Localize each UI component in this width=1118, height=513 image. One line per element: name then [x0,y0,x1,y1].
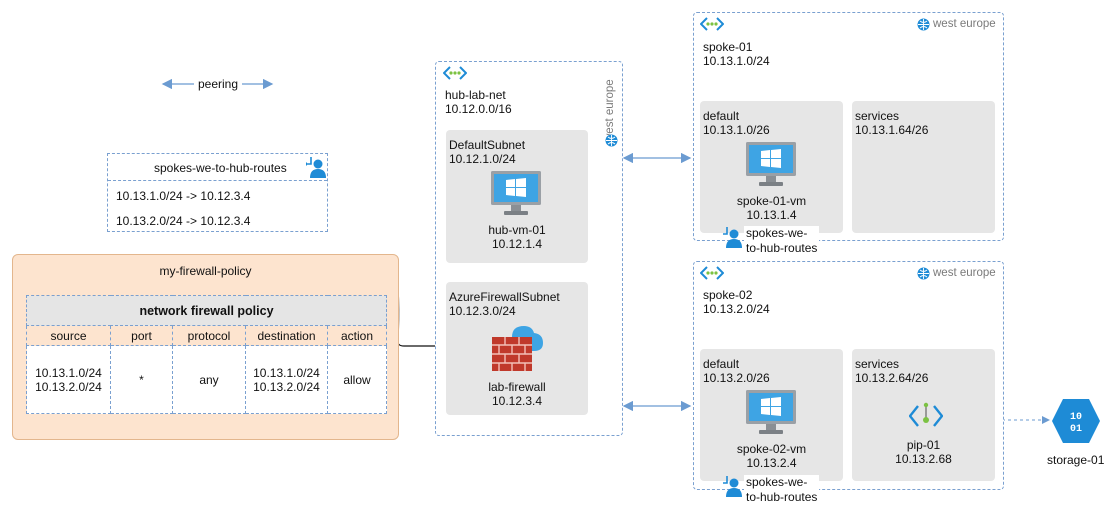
route-table-icon [723,476,742,497]
firewall-icon [492,326,543,371]
pip-name: pip-01 [906,438,941,452]
header-port: port [110,325,173,346]
globe-icon [917,18,930,31]
vm-monitor-icon [491,171,541,215]
route-table-card[interactable]: spokes-we-to-hub-routes 10.13.1.0/24 -> … [107,153,328,232]
rule-action: allow [327,345,387,414]
hub-default-subnet[interactable]: DefaultSubnet 10.12.1.0/24 hub-vm-01 10.… [446,130,588,263]
firewall-policy-panel[interactable]: my-firewall-policy network firewall poli… [12,254,399,440]
vnet-icon [443,66,467,80]
subnet-cidr: 10.13.1.0/26 [703,123,770,137]
rule-port: * [110,345,173,414]
vm-ip: 10.12.1.4 [491,237,543,251]
spoke-01-services-subnet[interactable]: services 10.13.1.64/26 [852,101,995,233]
subnet-cidr: 10.13.1.64/26 [855,123,929,137]
vm-name: spoke-02-vm [736,442,807,456]
vm-name: spoke-01-vm [736,194,807,208]
svg-text:10: 10 [1070,412,1082,423]
pip-ip: 10.13.2.68 [895,452,952,466]
subnet-name: AzureFirewallSubnet [449,290,560,304]
vm-monitor-icon [746,142,796,186]
header-action: action [327,325,387,346]
firewall-policy-title: my-firewall-policy [159,264,252,278]
vnet-name: spoke-02 [703,288,753,302]
vnet-icon [700,17,724,31]
storage-name: storage-01 [1047,453,1105,467]
spoke-02-vnet[interactable]: west europe spoke-02 10.13.2.0/24 defaul… [693,261,1004,490]
hub-firewall-subnet[interactable]: AzureFirewallSubnet 10.12.3.0/24 lab-fir… [446,282,588,415]
vm-monitor-icon [746,390,796,434]
subnet-cidr: 10.12.1.0/24 [449,152,516,166]
header-protocol: protocol [172,325,246,346]
peering-legend-label: peering [198,77,239,91]
route-table-title: spokes-we-to-hub-routes [154,161,287,175]
subnet-name: DefaultSubnet [449,138,526,152]
globe-icon [917,267,930,280]
subnet-cidr: 10.13.2.64/26 [855,371,929,385]
region-label: west europe [933,18,996,30]
hub-vnet-name: hub-lab-net [445,88,506,102]
subnet-name: default [703,357,740,371]
route-table-icon [723,227,742,248]
firewall-ip: 10.12.3.4 [491,394,543,408]
header-destination: destination [245,325,328,346]
route-entry: 10.13.2.0/24 -> 10.12.3.4 [116,214,251,228]
public-ip-icon [909,402,943,427]
subnet-cidr: 10.12.3.0/24 [449,304,516,318]
policy-table-title: network firewall policy [26,295,387,326]
rule-protocol: any [172,345,246,414]
firewall-policy-table: network firewall policy source port prot… [26,295,387,414]
route-entry: 10.13.1.0/24 -> 10.12.3.4 [116,189,251,203]
header-source: source [26,325,111,346]
subnet-cidr: 10.13.2.0/26 [703,371,770,385]
vnet-cidr: 10.13.1.0/24 [703,54,770,68]
region-label: west europe [933,267,996,279]
spoke-02-default-subnet[interactable]: default 10.13.2.0/26 spoke-02-vm 10.13.2… [700,349,843,481]
spoke-02-services-subnet[interactable]: services 10.13.2.64/26 pip-01 10.13.2.68 [852,349,995,481]
vm-ip: 10.13.1.4 [746,208,797,222]
svg-text:01: 01 [1070,424,1082,435]
route-association-label: spokes-we- to-hub-routes [744,475,820,505]
firewall-name: lab-firewall [488,380,546,394]
subnet-name: default [703,109,740,123]
route-table-icon [306,157,326,178]
spoke-01-vnet[interactable]: west europe spoke-01 10.13.1.0/24 defaul… [693,12,1004,241]
vm-name: hub-vm-01 [488,223,546,237]
subnet-name: services [855,357,900,371]
hub-vnet[interactable]: hub-lab-net 10.12.0.0/16 west europe Def… [435,61,623,436]
vm-ip: 10.13.2.4 [746,456,797,470]
vnet-name: spoke-01 [703,40,753,54]
globe-icon [605,134,618,147]
hub-vnet-cidr: 10.12.0.0/16 [445,102,512,116]
vnet-icon [700,266,724,280]
route-table-header [108,154,327,181]
spoke-01-default-subnet[interactable]: default 10.13.1.0/26 spoke-01-vm 10.13.1… [700,101,843,233]
subnet-name: services [855,109,900,123]
route-association-label: spokes-we- to-hub-routes [744,226,820,256]
storage-icon[interactable]: 10 01 [1051,398,1101,444]
vnet-cidr: 10.13.2.0/24 [703,302,770,316]
